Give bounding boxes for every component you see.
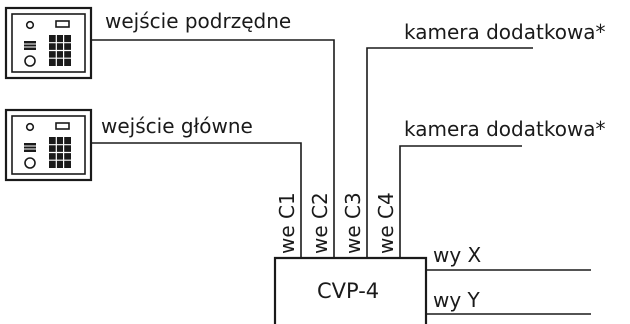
output-label-x: wy X: [433, 243, 482, 267]
camera-1-label: kamera dodatkowa*: [404, 20, 606, 44]
input-label-c3: we C3: [341, 192, 365, 254]
door-station-panel-bottom: [4, 108, 93, 182]
wires: [91, 39, 591, 315]
wire-camera-2: [399, 145, 522, 258]
wire-panel-bottom: [91, 142, 302, 258]
camera-2-label: kamera dodatkowa*: [404, 117, 606, 141]
door-station-panel-top: [4, 6, 93, 80]
wire-panel-top: [91, 39, 335, 258]
panel-bottom-label: wejście główne: [101, 114, 253, 138]
input-label-c1: we C1: [275, 192, 299, 254]
input-label-c4: we C4: [374, 192, 398, 254]
input-label-c2: we C2: [308, 192, 332, 254]
cvp4-device: [273, 256, 428, 324]
device-label: CVP-4: [317, 279, 379, 303]
wire-camera-1: [366, 47, 533, 258]
keypad-icon: [49, 35, 71, 66]
panel-top-label: wejście podrzędne: [105, 9, 291, 33]
output-label-y: wy Y: [433, 288, 481, 312]
keypad-icon: [49, 137, 71, 168]
